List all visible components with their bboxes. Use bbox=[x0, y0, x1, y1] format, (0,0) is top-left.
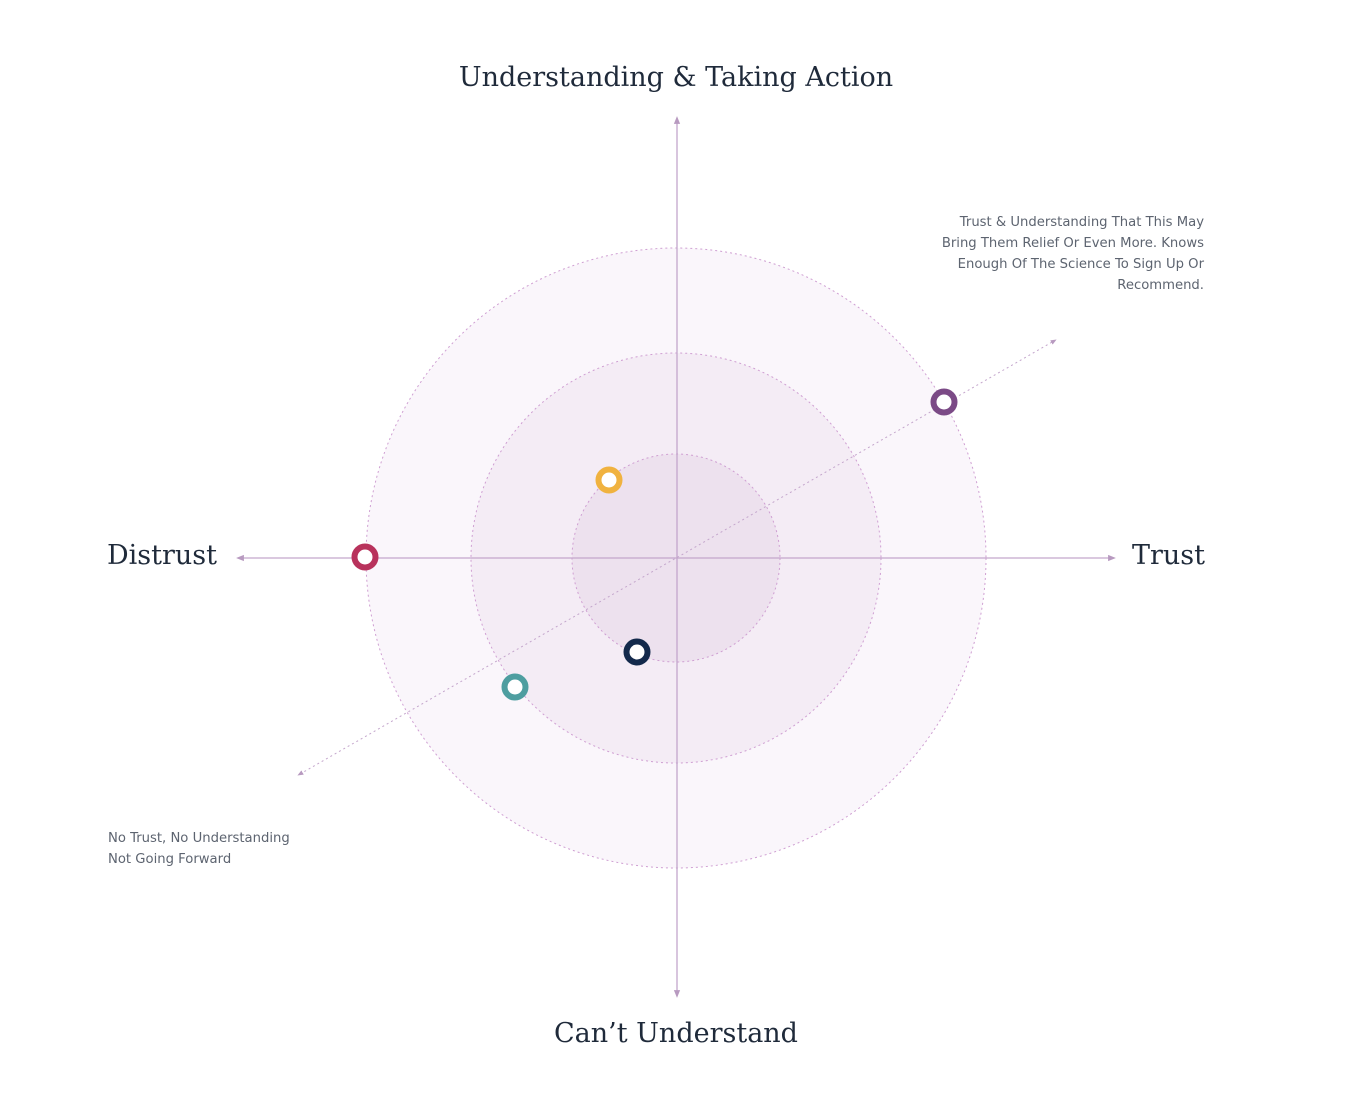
marker-navy bbox=[623, 638, 651, 666]
marker-yellow bbox=[595, 466, 623, 494]
annotation-line: Trust & Understanding That This May bbox=[959, 215, 1204, 230]
annotation-bottom-left: No Trust, No Understanding Not Going For… bbox=[108, 828, 368, 870]
marker-crimson bbox=[351, 543, 379, 571]
marker-purple bbox=[930, 388, 958, 416]
annotation-line: No Trust, No Understanding bbox=[108, 831, 290, 846]
axis-label-left: Distrust bbox=[107, 540, 217, 571]
axes bbox=[236, 116, 1116, 998]
axis-label-bottom: Can’t Understand bbox=[554, 1018, 798, 1049]
markers bbox=[351, 388, 958, 701]
annotation-line: Enough Of The Science To Sign Up Or bbox=[957, 257, 1204, 272]
axis-label-right: Trust bbox=[1131, 540, 1205, 571]
annotation-top-right: Trust & Understanding That This May Brin… bbox=[904, 212, 1204, 296]
axis-label-top: Understanding & Taking Action bbox=[458, 62, 894, 93]
annotation-line: Recommend. bbox=[1117, 278, 1204, 293]
annotation-line: Bring Them Relief Or Even More. Knows bbox=[941, 236, 1204, 251]
marker-teal bbox=[501, 673, 529, 701]
annotation-line: Not Going Forward bbox=[108, 852, 232, 867]
